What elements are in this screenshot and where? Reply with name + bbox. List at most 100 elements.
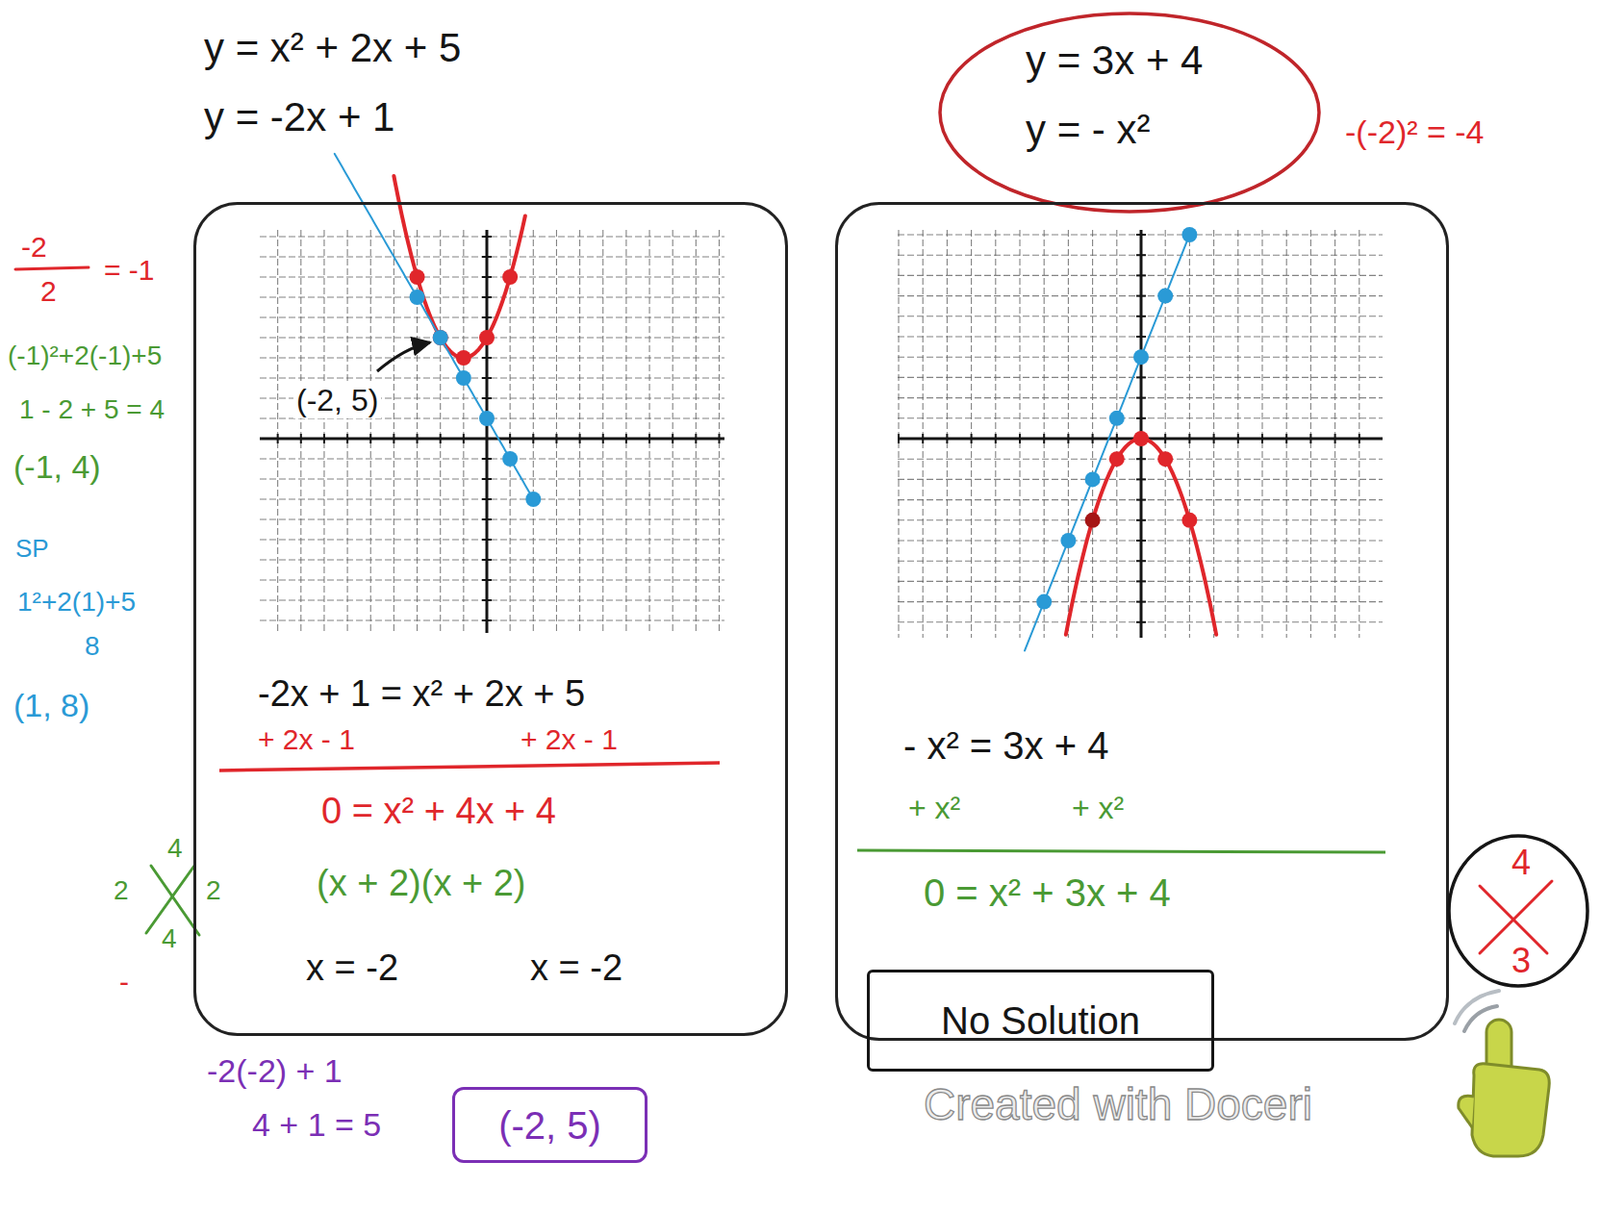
axis-tick (718, 433, 721, 444)
grid-line (509, 229, 511, 634)
axis-tick (921, 433, 924, 444)
parabola-point (1181, 512, 1197, 529)
axis-tick (1136, 539, 1146, 542)
grid-line (897, 254, 1383, 256)
axis-tick (1136, 274, 1146, 277)
axis-tick (1237, 433, 1240, 444)
line-point (479, 410, 495, 427)
grid-line (897, 275, 1383, 277)
signal-arc (1454, 990, 1499, 1024)
grid-line (897, 233, 1383, 235)
side-calculation: 1²+2(1)+5 (17, 586, 136, 618)
fraction-denominator: 2 (40, 275, 57, 309)
grid-line (259, 579, 725, 581)
grid-line (625, 229, 627, 634)
grid-line (1261, 229, 1263, 638)
axis-tick (482, 579, 492, 582)
parabola-point-group (409, 269, 519, 366)
factor-number: 2 (205, 875, 222, 907)
factor-number: 4 (1511, 842, 1531, 883)
line-point (502, 451, 518, 467)
grid-line (897, 397, 1383, 399)
grid-line (259, 599, 725, 601)
check-calculation: -2(-2) + 1 (206, 1052, 343, 1091)
side-calculation: -(-2)² = -4 (1345, 113, 1485, 152)
axis-tick (1042, 433, 1045, 444)
grid-line (533, 229, 534, 634)
highlight-ellipse-stroke (939, 13, 1320, 212)
axis-tick (625, 433, 628, 444)
work-panel: (-2, 5)-2x + 1 = x² + 2x + 5+ 2x - 1+ 2x… (193, 202, 788, 1037)
axis-tick (1285, 433, 1288, 444)
equation: 0 = x² + 4x + 4 (321, 790, 557, 834)
grid-line (1116, 229, 1118, 638)
grid-line (259, 558, 725, 560)
parabola-point-group (1085, 512, 1101, 529)
axis-tick (369, 433, 372, 444)
axis-tick (392, 433, 395, 444)
grid-line (970, 229, 972, 638)
grid-line (672, 229, 674, 634)
factor-circle-stroke (1448, 836, 1588, 987)
side-calculation: = -1 (103, 253, 155, 288)
equation: y = - x² (1025, 106, 1151, 153)
axis-tick (323, 433, 326, 444)
axis-tick (508, 433, 511, 444)
grid-line (897, 581, 1383, 583)
axis-tick (1136, 499, 1146, 502)
axis-tick (1136, 519, 1146, 522)
grid-line (259, 377, 725, 379)
coordinate-grid (897, 229, 1383, 638)
axis-tick (482, 276, 492, 279)
axis-tick (300, 433, 303, 444)
axis-tick (1136, 397, 1146, 400)
axis-tick (482, 457, 492, 460)
axis-tick (482, 377, 492, 380)
axis-tick (1136, 295, 1146, 298)
grid-line (897, 229, 899, 638)
axis-tick (1018, 433, 1021, 444)
grid-line (259, 255, 725, 257)
grid-line (259, 457, 725, 459)
axis-tick (1334, 433, 1337, 444)
factor-number: 4 (161, 923, 178, 955)
work-panel: - x² = 3x + 4+ x²+ x²0 = x² + 3x + 4 (835, 202, 1449, 1042)
axis-tick (482, 478, 492, 481)
hand-palm (1472, 1064, 1550, 1157)
axis-tick (482, 397, 492, 400)
grid-line (1043, 229, 1045, 638)
axis-tick (1092, 433, 1094, 444)
axis-tick (482, 599, 492, 602)
grid-line (897, 458, 1383, 460)
parabola-point (502, 269, 518, 285)
axis-tick (945, 433, 948, 444)
grid-line (1237, 229, 1239, 638)
parabola-point (1133, 431, 1149, 447)
grid-line (897, 335, 1383, 337)
grid-line (994, 229, 996, 638)
parabola-point-group (1109, 431, 1198, 529)
highlight-ellipse: y = 3x + 4y = - x² (937, 10, 1322, 215)
axis-tick (482, 235, 492, 238)
grid-line (259, 437, 725, 439)
line-point (1133, 349, 1149, 365)
parabola-curve (1066, 438, 1217, 635)
line-point (1036, 594, 1052, 610)
axis-tick (694, 433, 697, 444)
axis-tick (1136, 417, 1146, 420)
x-axis (259, 437, 725, 441)
axis-tick (482, 498, 492, 501)
axis-tick (602, 433, 605, 444)
point-label: (1, 8) (13, 686, 90, 725)
grid-line (300, 229, 302, 634)
grid-line (259, 296, 725, 298)
line-point (1109, 410, 1125, 427)
parabola-point (409, 269, 426, 285)
axis-tick (1136, 233, 1146, 236)
fraction-numerator: -2 (21, 230, 48, 265)
axis-tick (1136, 580, 1146, 583)
check-calculation: 4 + 1 = 5 (252, 1106, 381, 1144)
grid-line (259, 276, 725, 278)
